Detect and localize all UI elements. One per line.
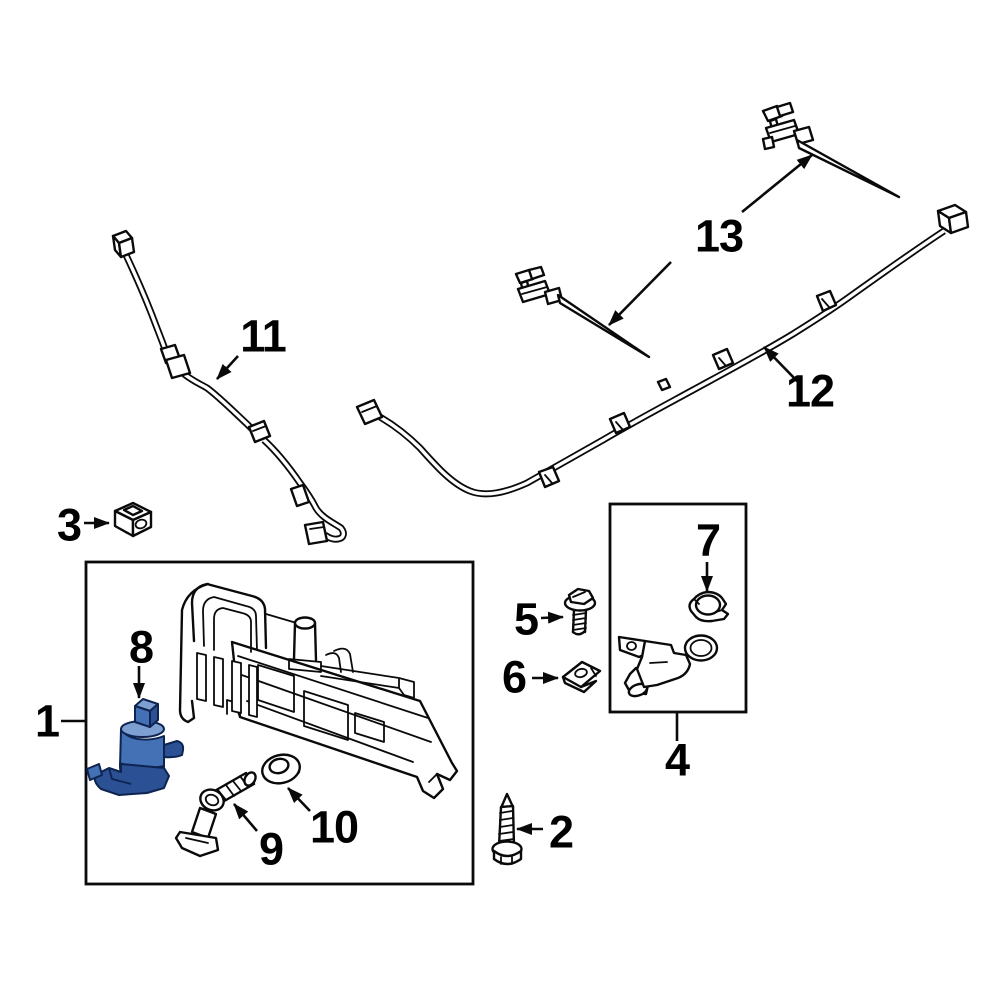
callout-10: 10 bbox=[309, 801, 359, 853]
hose-12-left-connector bbox=[355, 398, 384, 426]
hose-11-end-connector bbox=[303, 520, 329, 546]
arrow-to-grommet-10 bbox=[287, 787, 311, 812]
bolt-2 bbox=[491, 792, 523, 866]
callout-13: 13 bbox=[694, 210, 744, 262]
washer-pump-8 bbox=[86, 698, 185, 796]
hose-12-clip bbox=[608, 411, 632, 435]
hose-11-inline-fitting bbox=[159, 343, 192, 380]
hose-11-lower-fitting bbox=[289, 483, 311, 508]
washer-hose-12 bbox=[355, 203, 970, 498]
washer-hose-11 bbox=[111, 229, 347, 546]
callout-5: 5 bbox=[513, 593, 539, 645]
filler-neck-pipe bbox=[617, 634, 719, 698]
arrow-to-nozzle-13-left bbox=[608, 261, 672, 326]
callout-12: 12 bbox=[785, 365, 835, 417]
arrow-to-nozzle-13-right bbox=[741, 153, 813, 214]
callout-8: 8 bbox=[128, 621, 154, 673]
callout-4: 4 bbox=[664, 734, 690, 786]
nozzle-needle bbox=[795, 138, 901, 199]
pump-bracket-foot bbox=[93, 763, 170, 796]
washer-nozzle-13-left bbox=[514, 265, 651, 359]
callout-11: 11 bbox=[240, 310, 287, 362]
hose-12-clip bbox=[711, 347, 735, 371]
callout-2: 2 bbox=[548, 806, 574, 858]
elbow-fitting-9 bbox=[174, 771, 257, 858]
filler-neck-assembly-box-4 bbox=[608, 502, 748, 714]
arrow-to-fitting-9 bbox=[233, 803, 258, 832]
bolt-5 bbox=[563, 587, 597, 636]
nozzle-needle bbox=[556, 293, 651, 359]
reservoir-assembly-box-1 bbox=[84, 560, 475, 886]
arrow-to-bolt-5 bbox=[540, 611, 564, 624]
arrow-to-hose-11 bbox=[216, 355, 239, 380]
pump-grommet-10 bbox=[261, 753, 301, 785]
callout-arrows bbox=[61, 153, 813, 835]
washer-reservoir bbox=[178, 582, 459, 800]
hose-12-right-connector bbox=[936, 203, 970, 235]
reservoir-neck bbox=[288, 616, 322, 673]
callout-6: 6 bbox=[501, 651, 527, 703]
callout-9: 9 bbox=[258, 823, 284, 875]
hose-11-clip bbox=[247, 419, 272, 444]
callout-1: 1 bbox=[34, 695, 60, 747]
hose-12-clip bbox=[537, 465, 561, 489]
hose-11-top-connector bbox=[111, 229, 136, 259]
arrow-to-hose-12 bbox=[763, 346, 800, 384]
callout-3: 3 bbox=[56, 499, 82, 551]
callout-7: 7 bbox=[695, 514, 721, 566]
mount-clip-3 bbox=[113, 501, 153, 538]
washer-nozzle-13-right bbox=[761, 101, 901, 199]
retainer-clip-6 bbox=[561, 660, 602, 694]
hose-12-clip bbox=[815, 289, 838, 313]
reservoir-cap-7 bbox=[688, 590, 730, 623]
pump-outlet-nozzle bbox=[163, 740, 185, 759]
hose-12-barb bbox=[656, 377, 672, 392]
